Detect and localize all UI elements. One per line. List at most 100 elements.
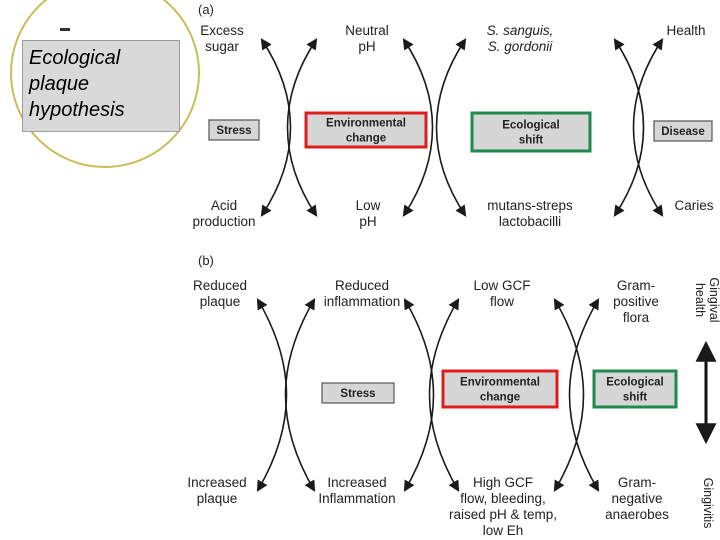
feedback-arrow xyxy=(632,38,664,217)
panel-a-top-2-line: S. gordonii xyxy=(488,39,554,54)
title-line-1: Ecological xyxy=(29,47,121,69)
panel-a-box-0-label-line: Stress xyxy=(216,125,251,137)
gingival-health-line: Gingival xyxy=(707,277,720,322)
gingival-health-line: health xyxy=(693,283,707,317)
panel-b-top-2-line: Low GCF xyxy=(473,278,530,293)
panel-b-bottom-0-line: Increased xyxy=(187,475,246,490)
feedback-arrow xyxy=(256,298,288,492)
panel-b-label: (b) xyxy=(198,253,214,268)
panel-a-box-1-label-line: Environmental xyxy=(326,118,406,130)
panel-b-bottom-2-line: High GCF xyxy=(473,475,533,490)
panel-a-box-0-frame xyxy=(208,119,260,141)
panel-b-bottom-3-line: anaerobes xyxy=(605,507,669,522)
title-line-3: hypothesis xyxy=(29,99,125,121)
panel-b-box-0: Stress xyxy=(321,382,395,404)
panel-a-label: (a) xyxy=(198,2,214,17)
feedback-arrow xyxy=(402,38,434,217)
panel-a-top-0-line: Excess xyxy=(200,23,244,38)
panel-a-box-3-frame xyxy=(653,120,713,142)
panel-b-top-3-line: positive xyxy=(613,294,659,309)
feedback-arrow xyxy=(428,298,460,492)
panel-a-box-2-frame xyxy=(470,111,592,153)
feedback-arrow xyxy=(435,38,467,217)
panel-a-box-2-label-line: Ecological xyxy=(502,120,560,132)
gingival-health-label: Gingivalhealth xyxy=(693,277,720,322)
decorative-circle xyxy=(10,0,200,168)
panel-b-box-2: Ecological shift xyxy=(592,369,678,409)
panel-a-top-1-line: Neutral xyxy=(345,23,389,38)
panel-b-bottom-3-line: Gram- xyxy=(618,475,656,490)
panel-b-bottom-3-line: negative xyxy=(611,491,662,506)
panel-b-box-2-frame xyxy=(592,369,678,409)
gingivitis-line: Gingivitis xyxy=(701,478,715,529)
panel-b-top-1-line: inflammation xyxy=(324,294,401,309)
feedback-arrow xyxy=(613,38,645,217)
panel-b-top-0-line: plaque xyxy=(200,294,241,309)
feedback-arrow xyxy=(284,298,316,492)
panel-a-top-3-line: Health xyxy=(666,23,705,38)
feedback-arrow xyxy=(553,298,585,492)
panel-b-box-2-label: Ecological shift xyxy=(606,377,664,404)
panel-a-box-3: Disease xyxy=(653,120,713,142)
title-line-2: plaque xyxy=(29,73,90,95)
slide-title: Ecological plaque hypothesis xyxy=(22,40,180,132)
panel-a-box-0-label: Stress xyxy=(216,125,251,137)
panel-b-box-2-label-line: shift xyxy=(623,392,647,404)
panel-b-box-1-frame xyxy=(441,369,559,409)
panel-b-top-2-line: flow xyxy=(490,294,514,309)
panel-b-box-0-label-line: Stress xyxy=(340,388,375,400)
panel-a-bottom-3: Caries xyxy=(674,198,713,213)
panel-b-bottom-1-line: Inflammation xyxy=(318,491,395,506)
panel-b-box-2-label-line: Ecological xyxy=(606,377,664,389)
panel-b-bottom-1-line: Increased xyxy=(327,475,386,490)
panel-a-box-3-label: Disease xyxy=(661,126,704,138)
panel-a-top-1-line: pH xyxy=(358,39,375,54)
panel-b-bottom-2-line: flow, bleeding, xyxy=(460,491,546,506)
panel-a-box-1-label-line: change xyxy=(346,133,386,145)
panel-a-top-3: Health xyxy=(666,23,705,38)
panel-b-box-0-frame xyxy=(321,382,395,404)
feedback-arrow xyxy=(568,298,600,492)
panel-b-top-0-line: Reduced xyxy=(193,278,247,293)
gingivitis-label: Gingivitis xyxy=(701,478,715,529)
panel-a-top-2-line: S. sanguis, xyxy=(487,23,554,38)
panel-b-top-3-line: flora xyxy=(623,310,650,325)
panel-a-bottom-0-line: production xyxy=(192,214,255,229)
panel-a-top-2: S. sanguis,S. gordonii xyxy=(487,23,554,54)
panel-a-bottom-1-line: pH xyxy=(359,214,376,229)
decorative-mark xyxy=(60,28,70,31)
panel-a-box-1-label: Environmental change xyxy=(326,118,406,145)
feedback-arrow xyxy=(403,298,435,492)
feedback-arrow xyxy=(286,38,318,217)
panel-b-bottom-0-line: plaque xyxy=(197,491,238,506)
panel-b-top-1-line: Reduced xyxy=(335,278,389,293)
panel-a-box-3-label-line: Disease xyxy=(661,126,704,138)
panel-a-bottom-2-line: lactobacilli xyxy=(499,214,561,229)
panel-a-bottom-2-line: mutans-streps xyxy=(487,198,573,213)
panel-b-bottom-2-line: low Eh xyxy=(483,523,524,538)
feedback-arrow xyxy=(260,38,292,217)
panel-b-box-0-label: Stress xyxy=(340,388,375,400)
panel-a-box-1: Environmental change xyxy=(304,111,428,149)
panel-b-bottom-2-line: raised pH & temp, xyxy=(449,507,557,522)
panel-b-top-3-line: Gram- xyxy=(617,278,655,293)
feedback-arrows xyxy=(256,38,664,492)
panel-a-box-1-frame xyxy=(304,111,428,149)
panel-a-bottom-1-line: Low xyxy=(356,198,381,213)
